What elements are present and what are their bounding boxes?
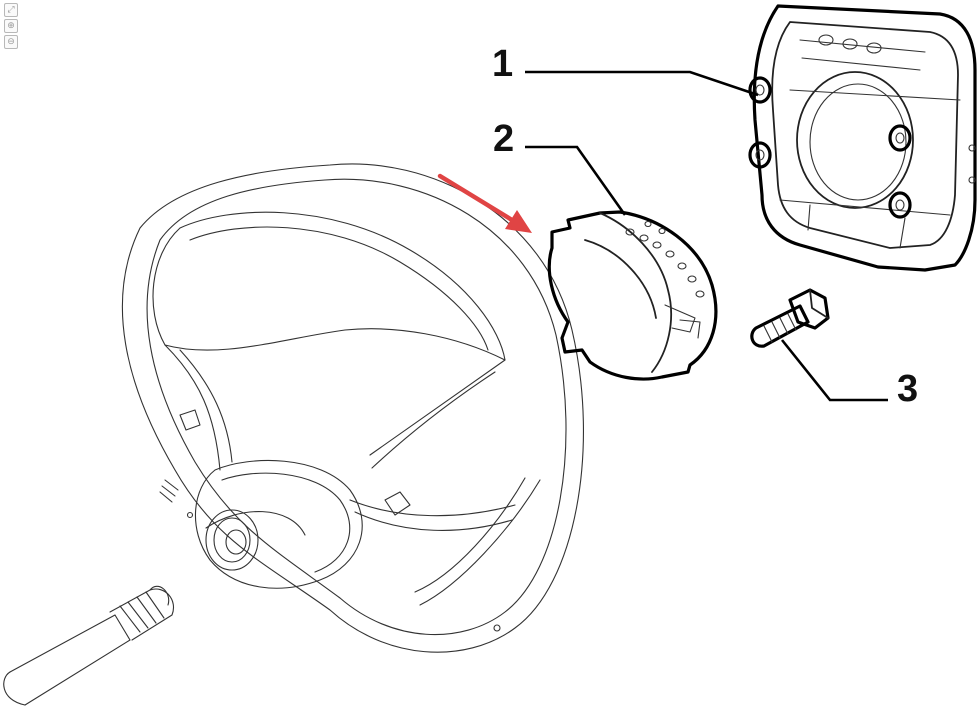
leader-line-1 (525, 70, 759, 97)
steering-shaft (3, 585, 174, 706)
zoom-in-icon[interactable]: ⊕ (4, 19, 18, 33)
leader-line-3 (780, 339, 888, 402)
leader-lines (525, 70, 888, 402)
module-studs (748, 76, 912, 219)
callout-number-2: 2 (493, 118, 514, 160)
callout-number-3: 3 (897, 368, 918, 410)
part-2-contact-unit (547, 210, 718, 381)
contact-unit-holes (625, 220, 705, 298)
zoom-out-icon[interactable]: ⊖ (4, 35, 18, 49)
viewer-toolbar: ⤢ ⊕ ⊖ (4, 3, 18, 49)
red-arrow-pointer (437, 173, 532, 233)
callout-number-1: 1 (492, 43, 513, 85)
fit-page-icon[interactable]: ⤢ (4, 3, 18, 17)
part-3-bolt (750, 288, 830, 348)
steering-wheel (121, 163, 584, 653)
leader-line-2 (525, 145, 627, 216)
part-1-airbag-module (748, 4, 977, 272)
